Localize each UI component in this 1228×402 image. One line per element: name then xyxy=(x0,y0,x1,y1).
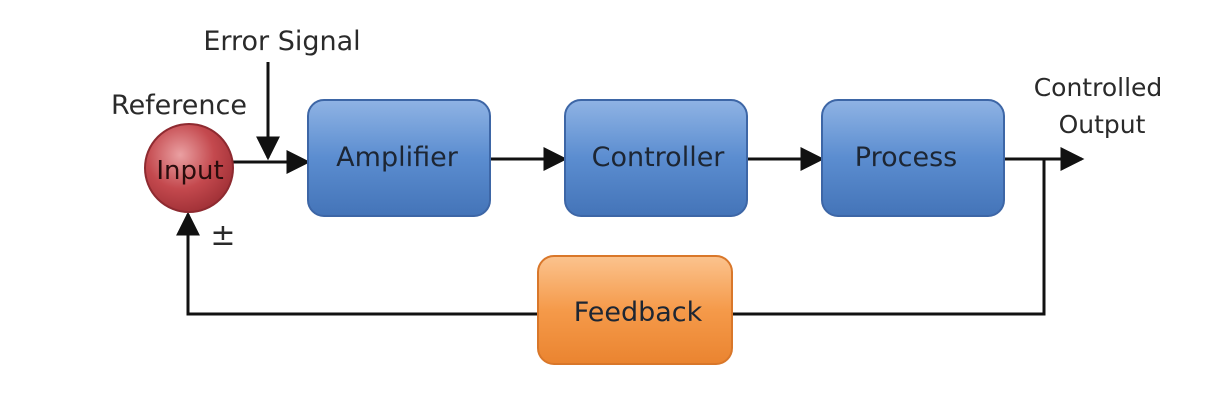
feedback-block-label: Feedback xyxy=(574,297,703,328)
input-node: Input xyxy=(144,123,234,213)
reference-label: Reference xyxy=(111,90,247,121)
amplifier-block: Amplifier xyxy=(307,99,491,217)
feedback-block: Feedback xyxy=(537,255,733,365)
process-block-label: Process xyxy=(855,142,957,173)
controller-block-label: Controller xyxy=(592,142,726,173)
feedback-to-input-arrow xyxy=(176,211,540,316)
controller-block: Controller xyxy=(564,99,748,217)
plus-minus-sign: ± xyxy=(210,218,235,253)
process-block: Process xyxy=(821,99,1005,217)
error-signal-label: Error Signal xyxy=(203,26,360,57)
amplifier-block-label: Amplifier xyxy=(336,142,459,173)
controlled-output-label-line2: Output xyxy=(1059,110,1146,139)
input-node-label: Input xyxy=(156,156,223,186)
output-to-feedback-line xyxy=(730,159,1046,316)
controlled-output-label-line1: Controlled xyxy=(1034,73,1163,102)
